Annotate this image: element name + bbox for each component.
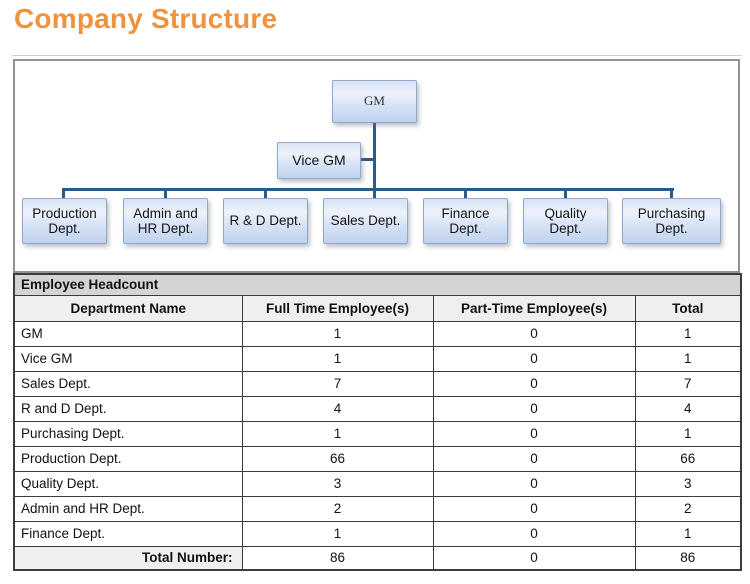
cell-full-time: 1	[241, 420, 434, 447]
connector-drop-purchasing	[670, 188, 673, 201]
cell-total: 1	[634, 345, 742, 372]
org-chart-panel: GM Vice GM Production Dept. Admin and HR…	[13, 59, 740, 273]
cell-department: Quality Dept.	[13, 470, 243, 497]
cell-part-time: 0	[432, 495, 636, 522]
connector-drop-rd	[264, 188, 267, 201]
table-section-header: Employee Headcount	[13, 273, 742, 296]
cell-part-time: 0	[432, 445, 636, 472]
cell-part-time: 0	[432, 420, 636, 447]
cell-full-time: 1	[241, 520, 434, 547]
connector-drop-quality	[564, 188, 567, 201]
table-total-row: Total Number: 86 0 86	[13, 545, 742, 571]
cell-department: GM	[13, 320, 243, 347]
cell-total: 1	[634, 320, 742, 347]
table-row: Production Dept. 66 0 66	[13, 445, 742, 472]
connector-drop-admin-hr	[164, 188, 167, 201]
table-row: Quality Dept. 3 0 3	[13, 470, 742, 497]
total-part-time: 0	[432, 545, 636, 571]
total-full-time: 86	[241, 545, 434, 571]
cell-total: 2	[634, 495, 742, 522]
cell-department: Sales Dept.	[13, 370, 243, 397]
connector-drop-finance	[464, 188, 467, 201]
column-header-department: Department Name	[13, 294, 243, 322]
cell-part-time: 0	[432, 370, 636, 397]
cell-part-time: 0	[432, 470, 636, 497]
cell-department: Finance Dept.	[13, 520, 243, 547]
cell-full-time: 66	[241, 445, 434, 472]
cell-full-time: 4	[241, 395, 434, 422]
org-node-purchasing-dept: Purchasing Dept.	[622, 198, 721, 244]
cell-full-time: 3	[241, 470, 434, 497]
section-title: Employee Headcount	[13, 273, 742, 296]
connector-departments-horizontal	[63, 188, 674, 191]
column-header-total: Total	[634, 294, 742, 322]
cell-department: Purchasing Dept.	[13, 420, 243, 447]
org-node-finance-dept: Finance Dept.	[423, 198, 508, 244]
table-row: Sales Dept. 7 0 7	[13, 370, 742, 397]
org-node-quality-dept: Quality Dept.	[523, 198, 608, 244]
cell-department: R and D Dept.	[13, 395, 243, 422]
cell-part-time: 0	[432, 345, 636, 372]
table-row: Vice GM 1 0 1	[13, 345, 742, 372]
table-column-header-row: Department Name Full Time Employee(s) Pa…	[13, 294, 742, 322]
cell-full-time: 7	[241, 370, 434, 397]
cell-part-time: 0	[432, 395, 636, 422]
cell-part-time: 0	[432, 320, 636, 347]
org-node-vice-gm: Vice GM	[277, 142, 361, 179]
title-divider	[12, 55, 742, 56]
connector-gm-vertical	[373, 123, 376, 191]
connector-drop-sales	[373, 188, 376, 201]
table-row: Finance Dept. 1 0 1	[13, 520, 742, 547]
column-header-full-time: Full Time Employee(s)	[241, 294, 434, 322]
cell-department: Production Dept.	[13, 445, 243, 472]
org-node-admin-hr-dept: Admin and HR Dept.	[123, 198, 208, 244]
employee-headcount-table: Employee Headcount Department Name Full …	[13, 273, 743, 571]
cell-part-time: 0	[432, 520, 636, 547]
cell-total: 3	[634, 470, 742, 497]
cell-total: 1	[634, 520, 742, 547]
cell-total: 1	[634, 420, 742, 447]
cell-total: 66	[634, 445, 742, 472]
column-header-part-time: Part-Time Employee(s)	[432, 294, 636, 322]
cell-department: Vice GM	[13, 345, 243, 372]
connector-drop-production	[62, 188, 65, 201]
org-node-sales-dept: Sales Dept.	[323, 198, 408, 244]
cell-full-time: 1	[241, 320, 434, 347]
cell-full-time: 1	[241, 345, 434, 372]
table-row: Purchasing Dept. 1 0 1	[13, 420, 742, 447]
cell-department: Admin and HR Dept.	[13, 495, 243, 522]
table-row: Admin and HR Dept. 2 0 2	[13, 495, 742, 522]
page-title: Company Structure	[14, 3, 278, 34]
cell-total: 4	[634, 395, 742, 422]
cell-total: 7	[634, 370, 742, 397]
cell-full-time: 2	[241, 495, 434, 522]
table-row: R and D Dept. 4 0 4	[13, 395, 742, 422]
org-node-rd-dept: R & D Dept.	[223, 198, 308, 244]
connector-vice-gm	[361, 158, 374, 161]
table-row: GM 1 0 1	[13, 320, 742, 347]
org-node-gm: GM	[332, 80, 417, 123]
org-node-production-dept: Production Dept.	[22, 198, 107, 244]
total-total: 86	[634, 545, 742, 571]
total-label: Total Number:	[13, 545, 243, 571]
